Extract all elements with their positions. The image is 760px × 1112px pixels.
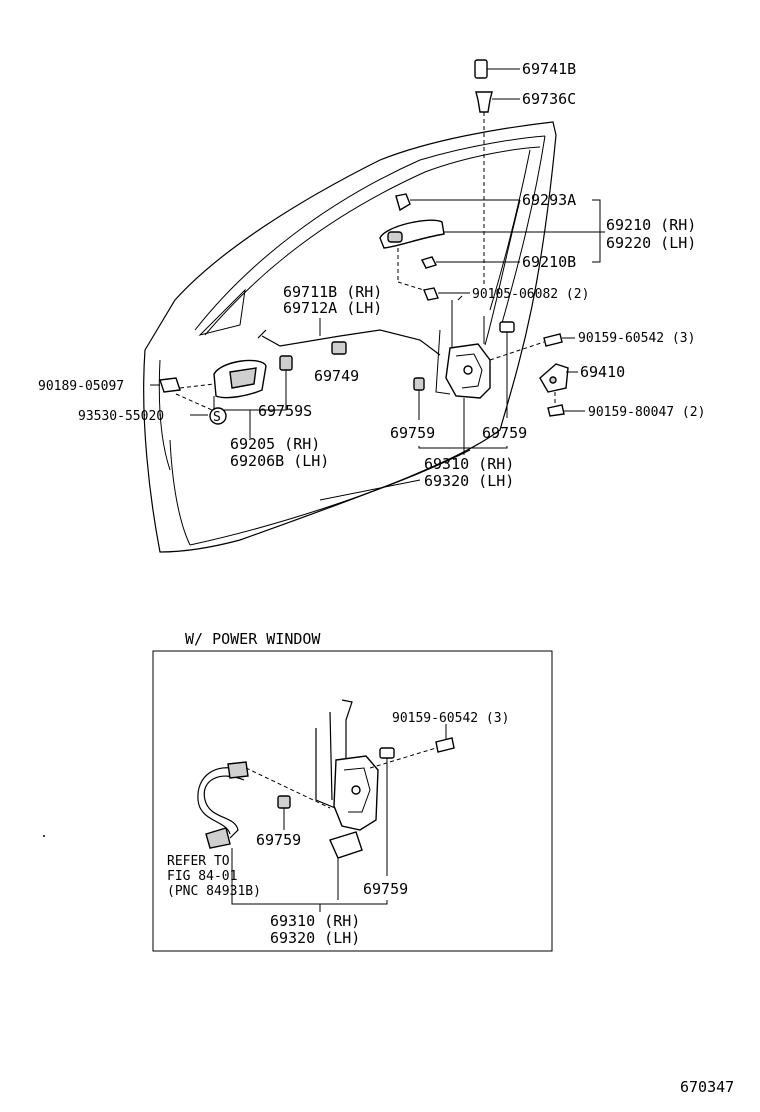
clip-69759-inset-left-icon <box>277 795 291 830</box>
label-69293A: 69293A <box>522 191 576 209</box>
front-door-outline <box>143 121 557 553</box>
label-69736C: 69736C <box>522 90 576 108</box>
label-69759-inset-right: 69759 <box>363 880 408 898</box>
label-69712A-lh: 69712A (LH) <box>283 299 382 317</box>
part-69749-icon <box>331 341 347 355</box>
bolt-90159-60542-icon <box>489 333 575 361</box>
label-90159-60542-inset: 90159-60542 (3) <box>392 711 509 726</box>
bracket-69310-inset <box>231 900 388 905</box>
part-93530-icon: S <box>175 393 227 425</box>
label-69220-lh: 69220 (LH) <box>606 234 696 252</box>
label-90159-60542-upper: 90159-60542 (3) <box>578 331 695 346</box>
label-69759S: 69759S <box>258 402 312 420</box>
clip-69759-left-icon <box>413 377 425 420</box>
label-69711B-rh: 69711B (RH) <box>283 283 382 301</box>
label-pnc-84931B: (PNC 84931B) <box>167 884 261 899</box>
label-90189-05097: 90189-05097 <box>38 379 124 394</box>
door-lock-assembly-icon <box>435 295 491 448</box>
label-69410: 69410 <box>580 363 625 381</box>
outside-handle-69210-icon <box>379 219 600 249</box>
clip-69759-right-icon <box>499 321 515 418</box>
inside-handle-69205-icon <box>213 359 287 438</box>
rod-69711B-icon <box>257 318 441 356</box>
label-90105-06082: 90105-06082 (2) <box>472 287 589 302</box>
screw-90189-icon <box>150 377 215 393</box>
inset-frame <box>152 650 553 952</box>
label-69741B: 69741B <box>522 60 576 78</box>
leader-line <box>319 479 421 501</box>
inset-title: W/ POWER WINDOW <box>185 630 321 648</box>
label-69210B: 69210B <box>522 253 576 271</box>
dash-leader <box>397 281 431 293</box>
label-69205-rh: 69205 (RH) <box>230 435 320 453</box>
figure-number: 670347 <box>680 1078 734 1096</box>
part-69759S-icon <box>279 355 293 398</box>
label-69759-inset-left: 69759 <box>256 831 301 849</box>
label-refer-to: REFER TO <box>167 854 230 869</box>
label-69310-rh-upper: 69310 (RH) <box>424 455 514 473</box>
label-90159-80047: 90159-80047 (2) <box>588 405 705 420</box>
part-69736C-icon <box>475 91 520 285</box>
label-fig-84-01: FIG 84-01 <box>167 869 237 884</box>
label-69210-rh: 69210 (RH) <box>606 216 696 234</box>
label-69320-lh-upper: 69320 (LH) <box>424 472 514 490</box>
label-69310-rh-inset: 69310 (RH) <box>270 912 360 930</box>
label-69759-right: 69759 <box>482 424 527 442</box>
label-69320-lh-inset: 69320 (LH) <box>270 929 360 947</box>
label-69759-left: 69759 <box>390 424 435 442</box>
bolt-90105-icon <box>423 287 470 301</box>
part-69741B-icon <box>474 59 520 79</box>
striker-69410-icon <box>539 363 578 405</box>
bolt-90159-80047-icon <box>547 404 585 417</box>
label-93530-55020: 93530-55020 <box>78 409 164 424</box>
label-69749: 69749 <box>314 367 359 385</box>
dot-mark <box>43 835 45 837</box>
wire-harness-icon <box>197 761 331 900</box>
bracket-69310-group <box>418 446 508 449</box>
part-69293A-icon <box>395 193 520 212</box>
part-69210B-icon <box>421 256 520 269</box>
label-69206B-lh: 69206B (LH) <box>230 452 329 470</box>
power-lock-assembly-icon <box>315 699 379 900</box>
bracket-69210-group <box>592 199 605 263</box>
svg-text:S: S <box>213 410 221 425</box>
clip-69759-inset-right-icon <box>379 747 395 876</box>
bolt-90159-inset-icon <box>369 724 455 769</box>
